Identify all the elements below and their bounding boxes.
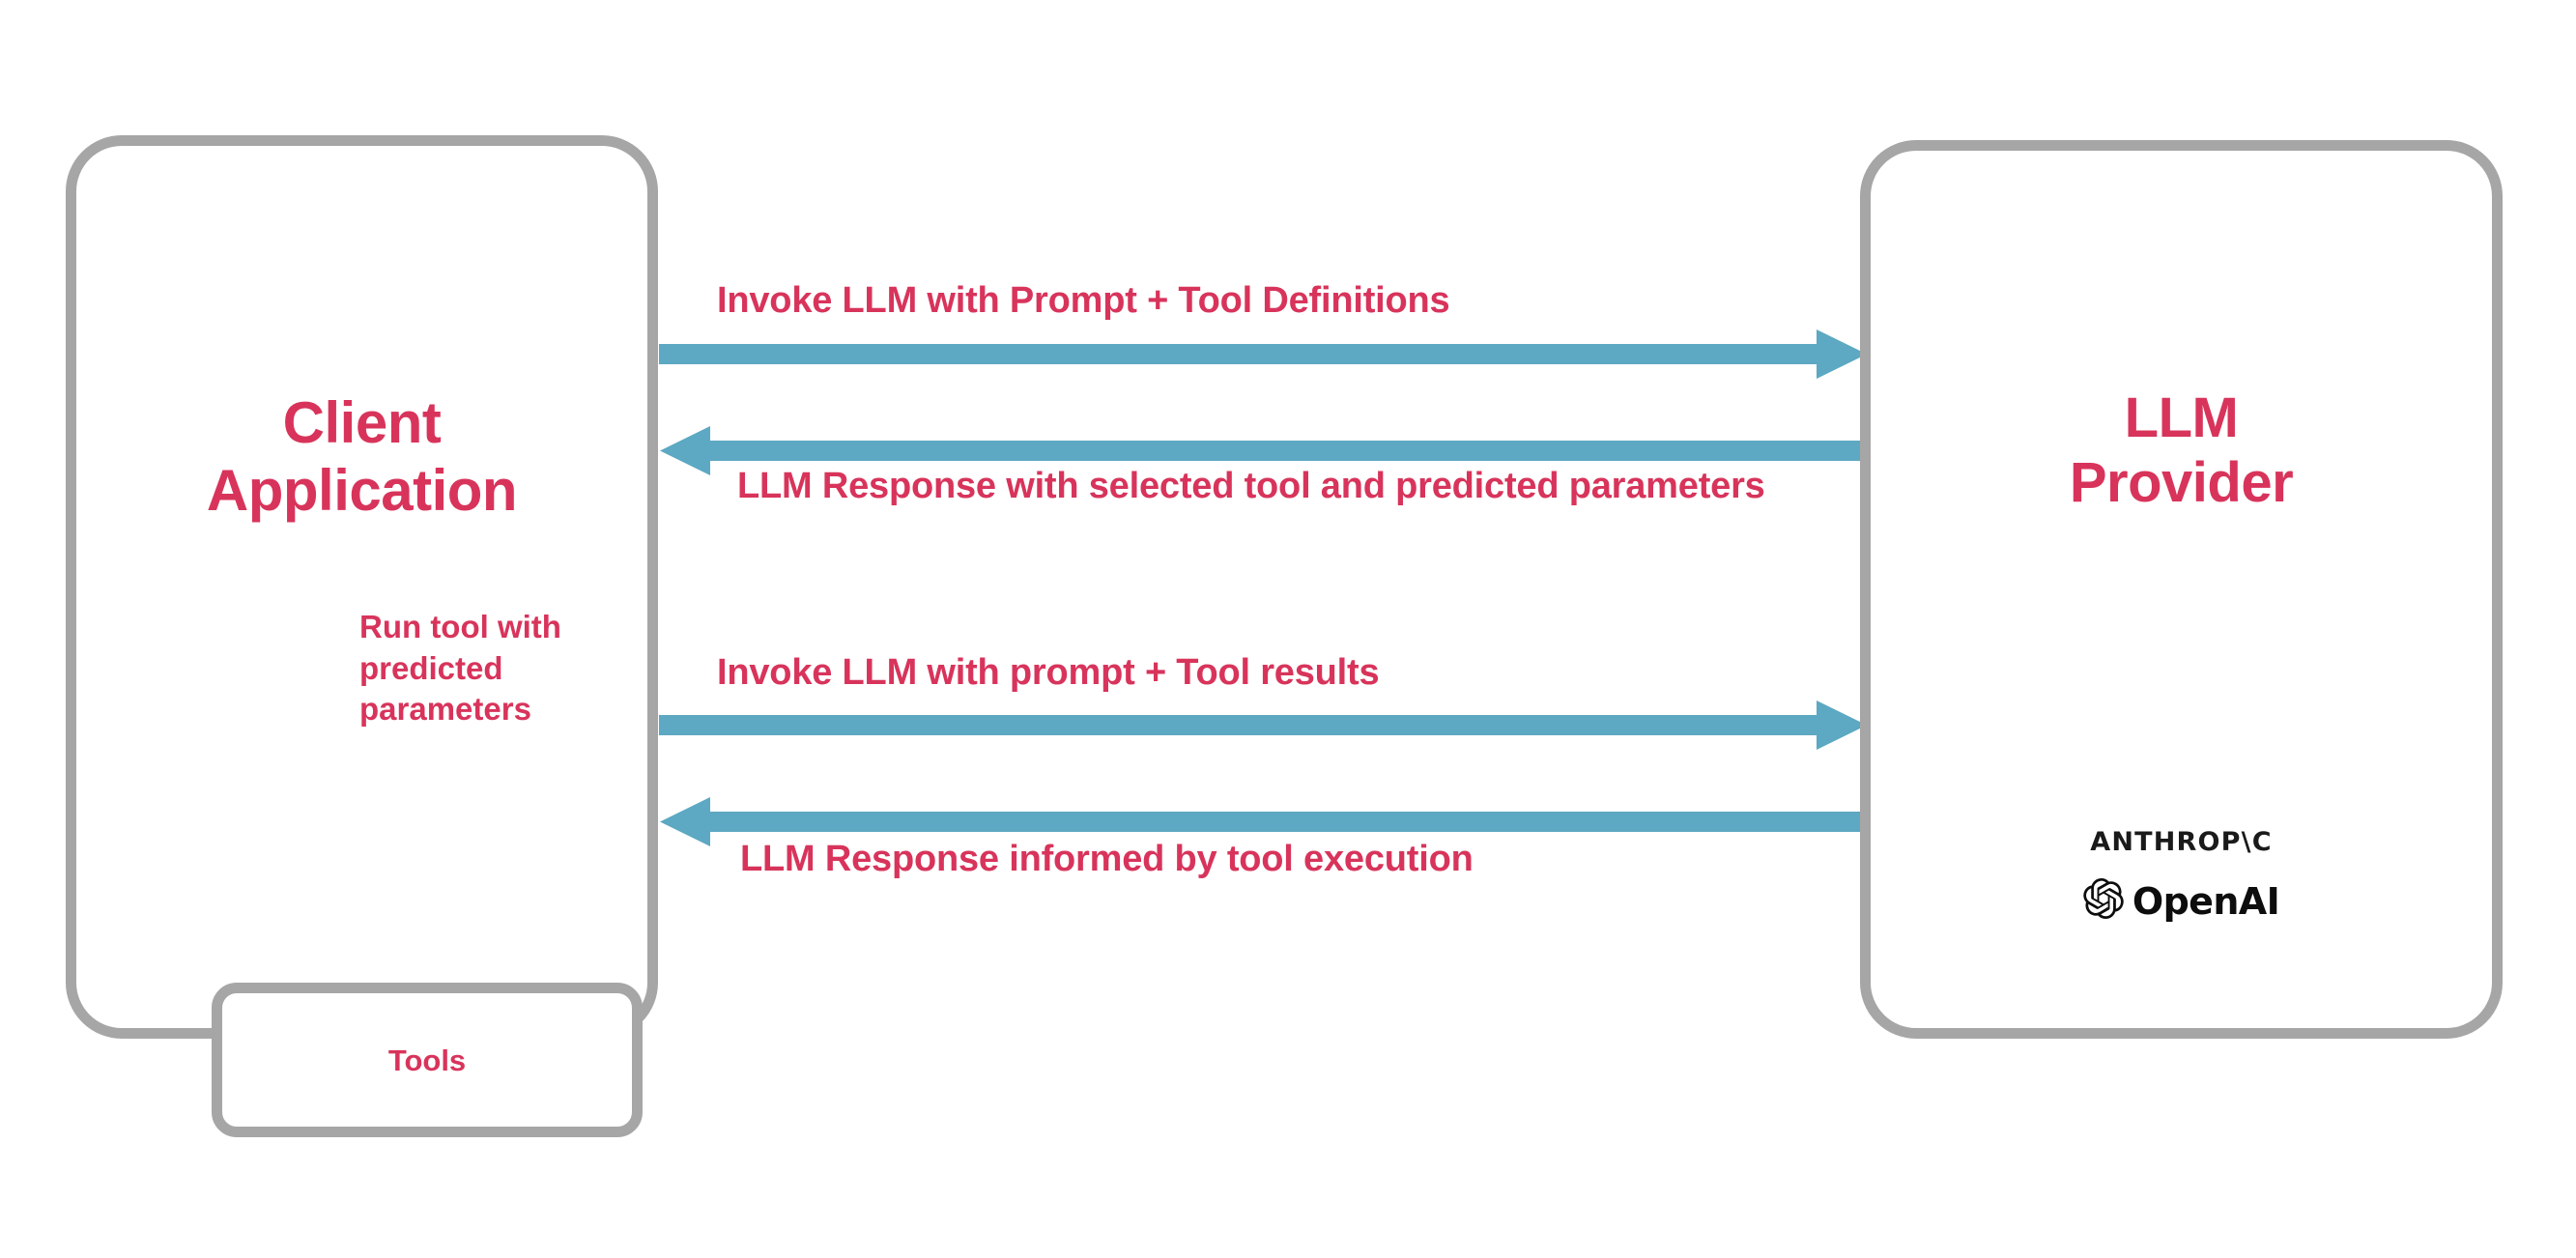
openai-logo: OpenAI: [2083, 878, 2280, 924]
anthropic-logo: ANTHROP\C: [2090, 827, 2273, 857]
flow-label-invoke-1: Invoke LLM with Prompt + Tool Definition…: [717, 280, 1450, 321]
llm-provider-box[interactable]: LLM Provider ANTHROP\C OpenAI: [1860, 140, 2503, 1039]
arrow-invoke-2: [659, 700, 1867, 750]
arrow-invoke-1: [659, 329, 1867, 379]
flow-label-response-1: LLM Response with selected tool and pred…: [737, 466, 1765, 506]
openai-wordmark: OpenAI: [2132, 879, 2280, 923]
flow-label-response-2: LLM Response informed by tool execution: [740, 839, 1474, 879]
tools-label: Tools: [387, 1044, 467, 1077]
flow-label-run-tool: Run tool with predicted parameters: [359, 609, 561, 728]
llm-provider-title: LLM Provider: [2069, 386, 2294, 515]
openai-flower-icon: [2083, 878, 2124, 924]
provider-logos: ANTHROP\C OpenAI: [1871, 827, 2492, 924]
client-application-title: Client Application: [206, 390, 518, 523]
flow-label-invoke-2: Invoke LLM with prompt + Tool results: [717, 652, 1380, 693]
tools-box[interactable]: Tools: [212, 983, 643, 1137]
client-application-box[interactable]: Client Application Tools: [66, 135, 658, 1137]
